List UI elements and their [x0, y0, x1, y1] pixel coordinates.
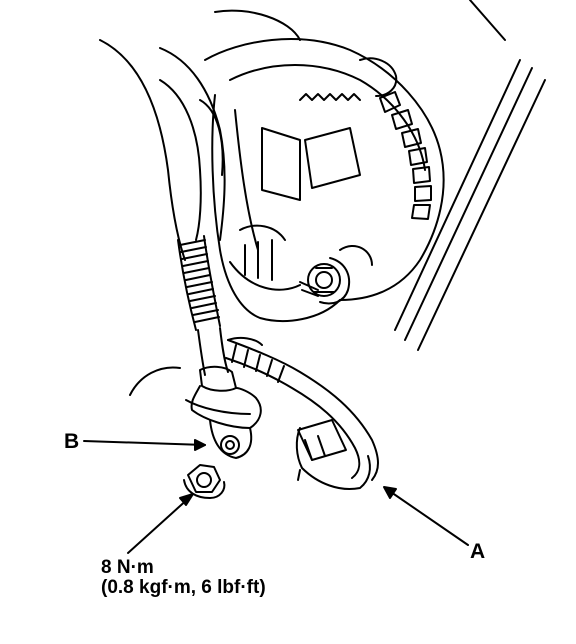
callout-label-b: B	[64, 430, 80, 453]
leader-lines	[84, 440, 468, 553]
arrowhead-a	[384, 487, 396, 498]
leader-b	[84, 441, 205, 445]
body-frame-lines	[395, 0, 545, 350]
torque-spec-metric: 8 N·m	[101, 557, 154, 578]
arrowhead-torque	[180, 494, 193, 505]
corrugated-conduit	[178, 236, 220, 330]
motion-arc	[130, 367, 180, 395]
harness-a	[226, 338, 378, 480]
callout-label-a: A	[470, 540, 486, 563]
flange-nut	[184, 465, 224, 498]
torque-spec-alt-units: (0.8 kgf·m, 6 lbf·ft)	[101, 577, 266, 598]
engine-outline	[100, 11, 300, 260]
leader-torque	[128, 497, 190, 553]
terminal-boot	[320, 258, 349, 304]
alternator	[205, 39, 444, 321]
leader-a	[388, 490, 468, 545]
connector-a	[297, 420, 370, 489]
cable-b	[186, 328, 261, 458]
arrowhead-b	[195, 440, 205, 450]
alternator-terminal	[300, 264, 340, 296]
